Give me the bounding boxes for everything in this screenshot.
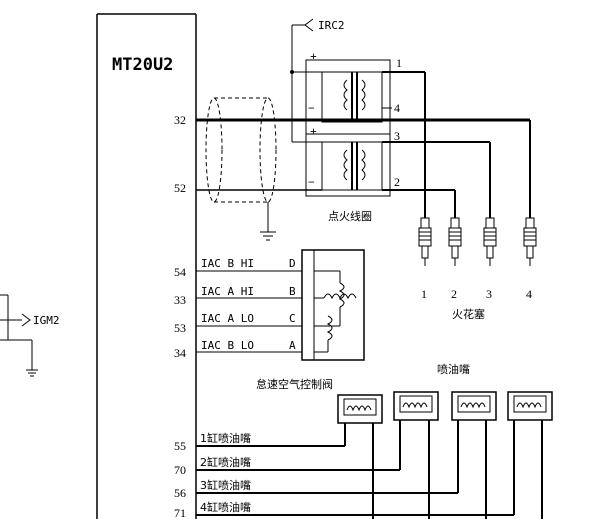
- ecu-name: MT20U2: [112, 55, 173, 75]
- spark-num-2: 2: [451, 287, 457, 301]
- injector-label-4: 4缸喷油嘴: [200, 500, 251, 514]
- injector-label-3: 3缸喷油嘴: [200, 478, 251, 492]
- injector-label-1: 1缸喷油嘴: [200, 431, 251, 445]
- injector-label-2: 2缸喷油嘴: [200, 455, 251, 469]
- coil-title: 点火线圈: [328, 209, 372, 223]
- pin-71: 71: [174, 506, 186, 519]
- ignition-coil-pack: + − + − 1 4 3 2 点火线圈: [305, 49, 490, 223]
- pin-53: 53: [174, 321, 186, 335]
- spark-num-3: 3: [486, 287, 492, 301]
- spark-plugs: 1 2 3 4 火花塞: [418, 217, 537, 321]
- coil-driver-lines: 32 52: [174, 113, 530, 195]
- coil-term-2: 2: [394, 175, 400, 189]
- spark-title: 火花塞: [452, 307, 485, 321]
- coil-term-3: 3: [394, 129, 400, 143]
- iac-letter-d: D: [289, 257, 296, 270]
- iac-title: 怠速空气控制阀: [256, 377, 333, 391]
- spark-num-4: 4: [526, 287, 532, 301]
- coil2-plus: +: [310, 124, 317, 138]
- iac-signal-3: IAC A LO: [201, 312, 254, 325]
- pin-32: 32: [174, 113, 186, 127]
- irc2-label: IRC2: [318, 19, 345, 32]
- spark-plug-3: [483, 217, 497, 266]
- ign2-label: IGM2: [33, 314, 60, 327]
- pin-54: 54: [174, 265, 186, 279]
- spark-num-1: 1: [421, 287, 427, 301]
- coil-term-4: 4: [394, 101, 400, 115]
- injector-title: 喷油嘴: [437, 362, 470, 376]
- pin-34: 34: [174, 346, 186, 360]
- coil-term-1: 1: [396, 56, 402, 70]
- iac-signal-1: IAC B HI: [201, 257, 254, 270]
- iac-signal-2: IAC A HI: [201, 285, 254, 298]
- coil2-minus: −: [308, 175, 315, 189]
- ign2-fragment: IGM2: [0, 294, 60, 377]
- iac-letter-b: B: [289, 285, 296, 298]
- spark-plug-leads: [424, 72, 531, 218]
- coil1-plus: +: [310, 49, 317, 63]
- pin-52: 52: [174, 181, 186, 195]
- pin-55: 55: [174, 439, 186, 453]
- iac-letter-c: C: [289, 312, 296, 325]
- iac-letter-a: A: [289, 339, 296, 352]
- irc2-feed: IRC2: [290, 18, 345, 143]
- spark-plug-4: [523, 217, 537, 266]
- ecu-module: MT20U2: [96, 13, 197, 519]
- iac-signal-4: IAC B LO: [201, 339, 254, 352]
- spark-plug-2: [448, 217, 462, 266]
- pin-56: 56: [174, 486, 186, 500]
- spark-plug-1: [418, 217, 432, 266]
- coil1-minus: −: [308, 101, 315, 115]
- pin-70: 70: [174, 463, 186, 477]
- pin-33: 33: [174, 293, 186, 307]
- fuel-injectors: 喷油嘴 55 70 56 71 1缸喷油嘴 2缸喷油嘴 3缸喷油嘴 4缸喷油嘴: [174, 362, 553, 519]
- iac-valve: 54 33 53 34 IAC B HI IAC A HI IAC A LO I…: [174, 249, 365, 391]
- shielded-cable: [205, 97, 277, 241]
